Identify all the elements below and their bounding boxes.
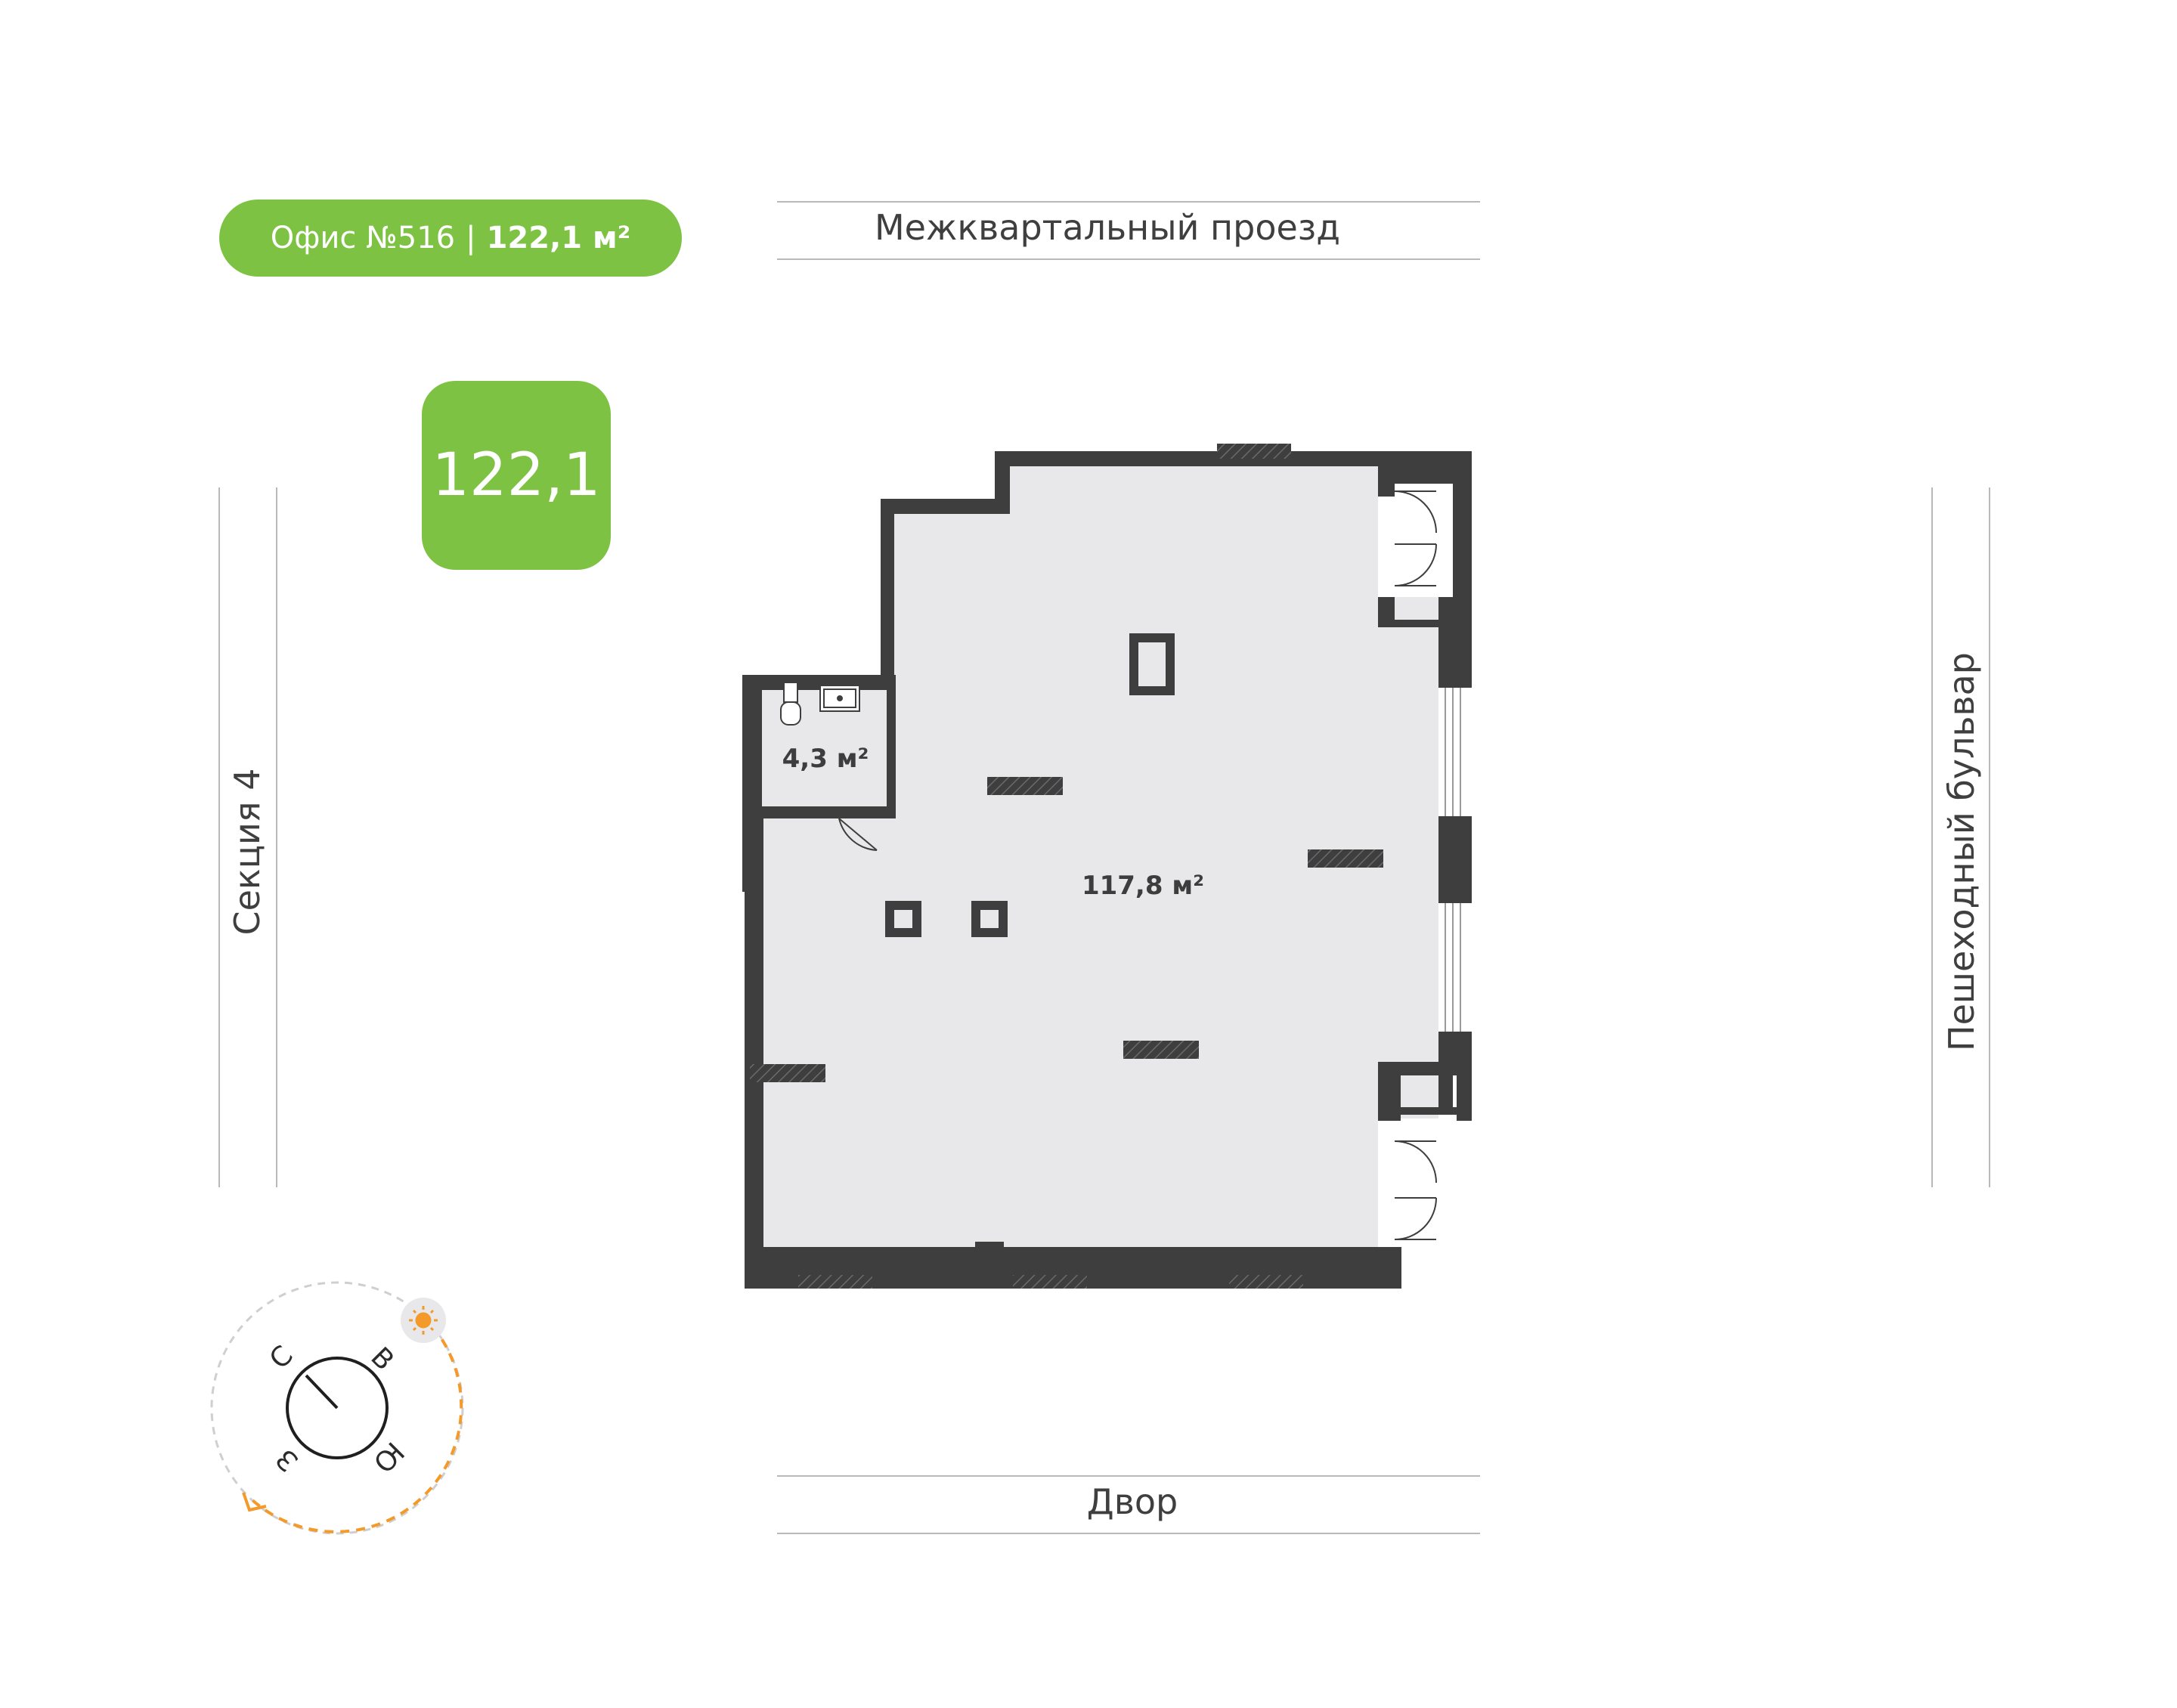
compass-north: С (264, 1340, 299, 1375)
right-wall-segment-11 (1436, 451, 1472, 484)
right-wall-segment-3 (1438, 601, 1472, 688)
total-area-value: 122,1 (432, 441, 601, 509)
main-floor (763, 466, 1378, 1247)
right-wall-segment-10 (1378, 466, 1395, 497)
partition-1 (987, 777, 1063, 795)
right-wall-segment-4 (1438, 816, 1472, 903)
office-title-pill: Офис №516 | 122,1 м² (219, 200, 682, 277)
window-opening-1 (1438, 688, 1472, 816)
window-glazing (1445, 688, 1461, 1032)
top-wall-hatch (1217, 444, 1291, 459)
bathroom-door (838, 818, 878, 851)
right-wall-segment-7 (1378, 1075, 1401, 1121)
compass-west: З (271, 1443, 305, 1477)
left-street-line-inner (276, 487, 277, 1187)
sun-path-arrow-icon (242, 1492, 267, 1512)
compass-needle (305, 1374, 339, 1409)
bottom-street-line-upper (777, 1475, 1480, 1477)
toilet-icon (780, 682, 801, 726)
bathroom-area: 4,3 м² (782, 744, 869, 774)
right-street-line-outer (1989, 487, 1990, 1187)
right-wall-segment-1 (1378, 597, 1395, 620)
column-3 (971, 901, 1008, 937)
right-wall-segment-6 (1378, 1062, 1472, 1075)
office-label: Офис №516 (270, 221, 456, 255)
bottom-wall-hatch-3 (1229, 1275, 1303, 1289)
column-4 (975, 1242, 1004, 1279)
total-area-badge: 122,1 (422, 381, 611, 570)
left-street-line-outer (218, 487, 220, 1187)
sun-icon (409, 1306, 438, 1335)
floor-right-strip (1378, 597, 1438, 1119)
right-street-line-inner (1931, 487, 1933, 1187)
bathroom-wall-right (887, 675, 896, 818)
partition-3 (1123, 1041, 1199, 1059)
title-separator: | (466, 221, 476, 255)
bottom-wall-hatch-2 (1013, 1275, 1087, 1289)
office-area: 122,1 м² (486, 221, 631, 255)
right-wall-segment-2 (1378, 620, 1472, 627)
bottom-wall-hatch-1 (798, 1275, 872, 1289)
bathroom-wall-bottom (762, 806, 830, 818)
partition-4 (750, 1064, 825, 1082)
bottom-street-line-lower (777, 1533, 1480, 1534)
compass-icon: С В Ю З (210, 1281, 464, 1535)
door-opening-top (1378, 484, 1453, 597)
entrance-door-top (1394, 490, 1437, 586)
bottom-street-label: Двор (1086, 1481, 1178, 1522)
right-wall-segment-12 (1378, 1247, 1401, 1289)
entrance-door-bottom (1394, 1140, 1437, 1240)
column-1 (1129, 633, 1175, 695)
column-2 (885, 901, 921, 937)
door-opening-bottom (1378, 1119, 1453, 1247)
sun-path-arc (251, 1313, 463, 1533)
top-street-line-upper (777, 201, 1480, 203)
right-wall-segment-9 (1401, 1107, 1457, 1115)
main-room-area: 117,8 м² (1082, 871, 1204, 901)
partition-2 (1308, 849, 1383, 868)
top-street-line-lower (777, 258, 1480, 260)
sink-icon (819, 685, 860, 712)
top-street-label: Межквартальный проезд (874, 207, 1341, 248)
window-opening-2 (1438, 903, 1472, 1032)
right-wall-segment-8 (1457, 1075, 1472, 1121)
